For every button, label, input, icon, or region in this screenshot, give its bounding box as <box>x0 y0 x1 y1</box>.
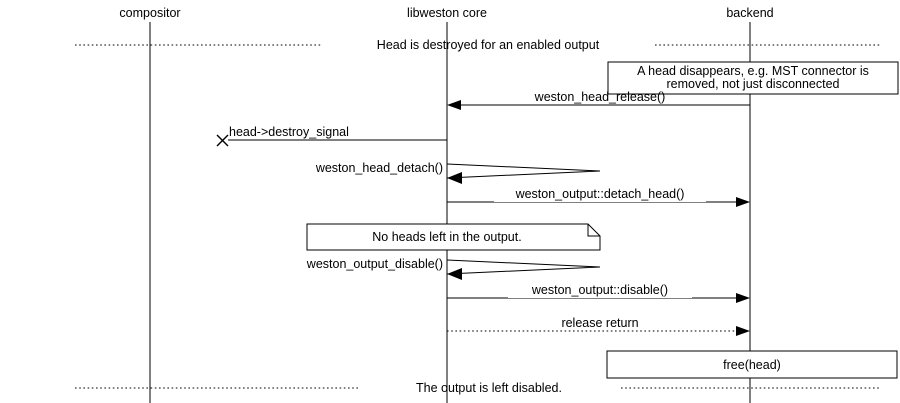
separator-bottom: The output is left disabled. <box>75 381 880 395</box>
x-mark-icon-stroke-2 <box>216 134 229 147</box>
message-weston-output-disable-arrowhead <box>736 293 750 303</box>
message-weston-output-disable: weston_output::disable() <box>447 283 750 303</box>
message-head-destroy-signal: head->destroy_signal <box>216 125 447 147</box>
note-free-head-line-1: free(head) <box>723 358 781 372</box>
message-weston-head-release: weston_head_release() <box>447 90 750 110</box>
message-weston-output-disable-label: weston_output::disable() <box>531 283 668 297</box>
actor-headers-group: compositor libweston core backend <box>119 6 773 20</box>
message-release-return-label: release return <box>561 316 638 330</box>
note-no-heads-left-box <box>306 223 601 251</box>
message-weston-head-release-arrowhead <box>447 100 461 110</box>
note-no-heads-left-line-1: No heads left in the output. <box>372 230 521 244</box>
note-mst-connector-box <box>607 61 899 95</box>
note-free-head: free(head) <box>606 350 898 379</box>
note-no-heads-left-fold <box>587 224 600 237</box>
message-weston-output-disable-label-bg <box>508 284 692 298</box>
message-weston-output-detach-head-label: weston_output::detach_head() <box>515 187 685 201</box>
message-weston-head-detach-label: weston_head_detach() <box>315 161 443 175</box>
message-weston-head-release-label: weston_head_release() <box>534 90 666 104</box>
actor-label-backend: backend <box>726 6 773 20</box>
note-free-head-box <box>606 350 898 379</box>
message-weston-output-detach-head: weston_output::detach_head() <box>447 187 750 207</box>
message-weston-head-detach: weston_head_detach() <box>315 161 601 184</box>
separator-top-label: Head is destroyed for an enabled output <box>377 38 600 52</box>
message-weston-output-disable-call-label: weston_output_disable() <box>306 257 443 271</box>
message-head-destroy-signal-label: head->destroy_signal <box>229 125 349 139</box>
message-release-return-arrowhead <box>736 326 750 336</box>
note-mst-connector: A head disappears, e.g. MST connector is… <box>607 61 899 95</box>
note-mst-connector-line-2: removed, not just disconnected <box>666 77 839 91</box>
message-weston-output-disable-call-arrowhead <box>447 268 462 280</box>
message-release-return: release return <box>447 316 750 336</box>
note-no-heads-left: No heads left in the output. <box>306 223 601 251</box>
message-weston-head-detach-loop <box>446 163 601 179</box>
message-weston-output-disable-call: weston_output_disable() <box>306 257 601 280</box>
message-weston-head-detach-arrowhead <box>447 172 462 184</box>
message-weston-output-detach-head-arrowhead <box>736 197 750 207</box>
actor-label-libweston-core: libweston core <box>407 6 487 20</box>
message-weston-output-disable-call-loop <box>446 259 601 275</box>
message-weston-output-detach-head-label-bg <box>494 188 706 202</box>
actor-label-compositor: compositor <box>119 6 180 20</box>
separator-bottom-label: The output is left disabled. <box>416 381 562 395</box>
note-mst-connector-line-1: A head disappears, e.g. MST connector is <box>637 64 869 78</box>
separator-top: Head is destroyed for an enabled output <box>75 38 880 52</box>
